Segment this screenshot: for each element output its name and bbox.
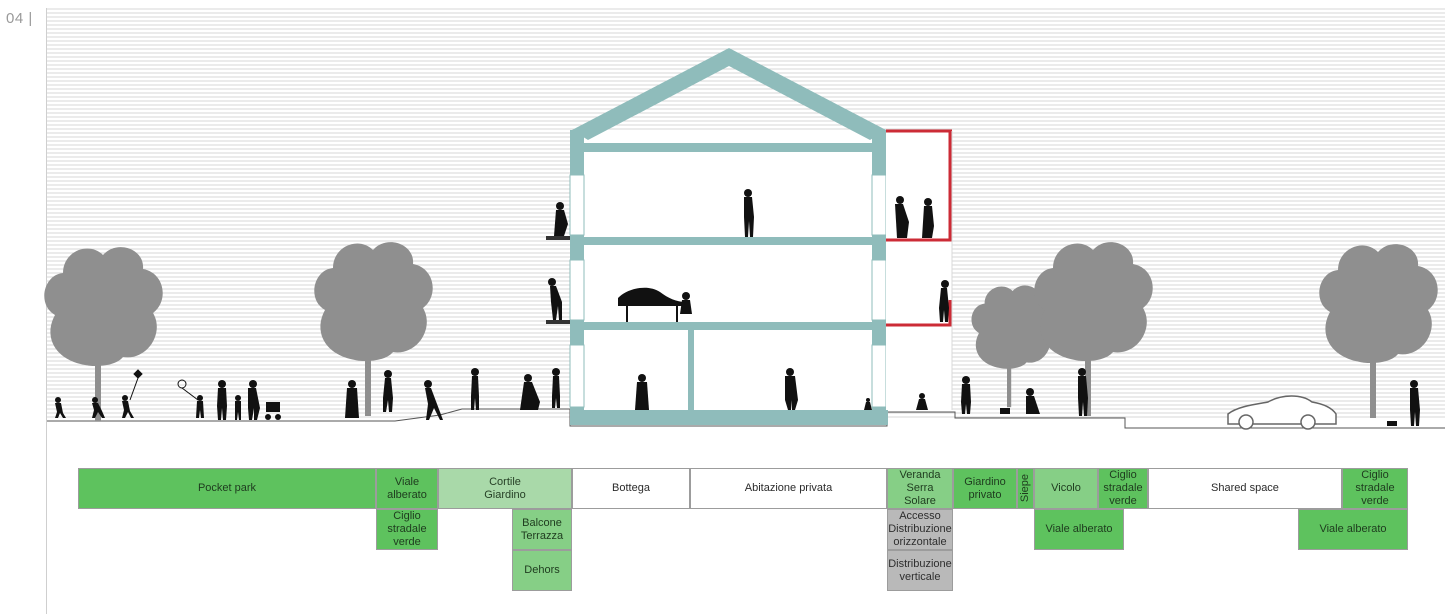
attic-floor xyxy=(570,143,886,152)
zone-distribuzione-verticale: Distribuzione verticale xyxy=(887,550,953,591)
kite xyxy=(129,369,199,401)
building-section xyxy=(546,48,953,425)
zone-viale-alberato-sub: Viale alberato xyxy=(1034,509,1124,550)
zone-siepe-label: Siepe xyxy=(1019,474,1031,503)
zone-balcone-terrazza: Balcone Terrazza xyxy=(512,509,572,550)
zone-siepe: Siepe xyxy=(1017,468,1034,509)
zone-cortile-giardino: Cortile Giardino xyxy=(438,468,572,509)
zone-dehors: Dehors xyxy=(512,550,572,591)
car xyxy=(1227,395,1337,430)
ground-slab xyxy=(570,410,888,425)
zone-abitazione-privata: Abitazione privata xyxy=(690,468,887,509)
roof xyxy=(572,48,886,140)
zone-shared-space: Shared space xyxy=(1148,468,1342,509)
second-floor xyxy=(570,237,886,245)
zone-giardino-privato: Giardino privato xyxy=(953,468,1017,509)
veranda-box xyxy=(886,130,952,410)
zone-ciglio-stradale-verde: Ciglio stradale verde xyxy=(1098,468,1148,509)
frame-line xyxy=(46,8,47,614)
balcony-lower xyxy=(546,320,570,324)
zone-accesso-distribuzione: Accesso Distribuzione orizzontale xyxy=(887,509,953,550)
piano xyxy=(618,287,686,322)
interior-wall xyxy=(688,330,694,410)
zone-ciglio-stradale-verde-sub: Ciglio stradale verde xyxy=(376,509,438,550)
zone-viale-alberato: Viale alberato xyxy=(376,468,438,509)
figure-number: 04 | xyxy=(6,10,33,27)
zone-viale-alberato-sub-2: Viale alberato xyxy=(1298,509,1408,550)
ground-area xyxy=(47,420,1445,614)
zone-veranda-serra-solare: Veranda Serra Solare xyxy=(887,468,953,509)
zone-bottega: Bottega xyxy=(572,468,690,509)
balcony-upper xyxy=(546,236,570,240)
first-floor xyxy=(570,322,886,330)
zone-pocket-park: Pocket park xyxy=(78,468,376,509)
figures xyxy=(55,189,1420,426)
zone-ciglio-stradale-verde-2: Ciglio stradale verde xyxy=(1342,468,1408,509)
zone-vicolo: Vicolo xyxy=(1034,468,1098,509)
